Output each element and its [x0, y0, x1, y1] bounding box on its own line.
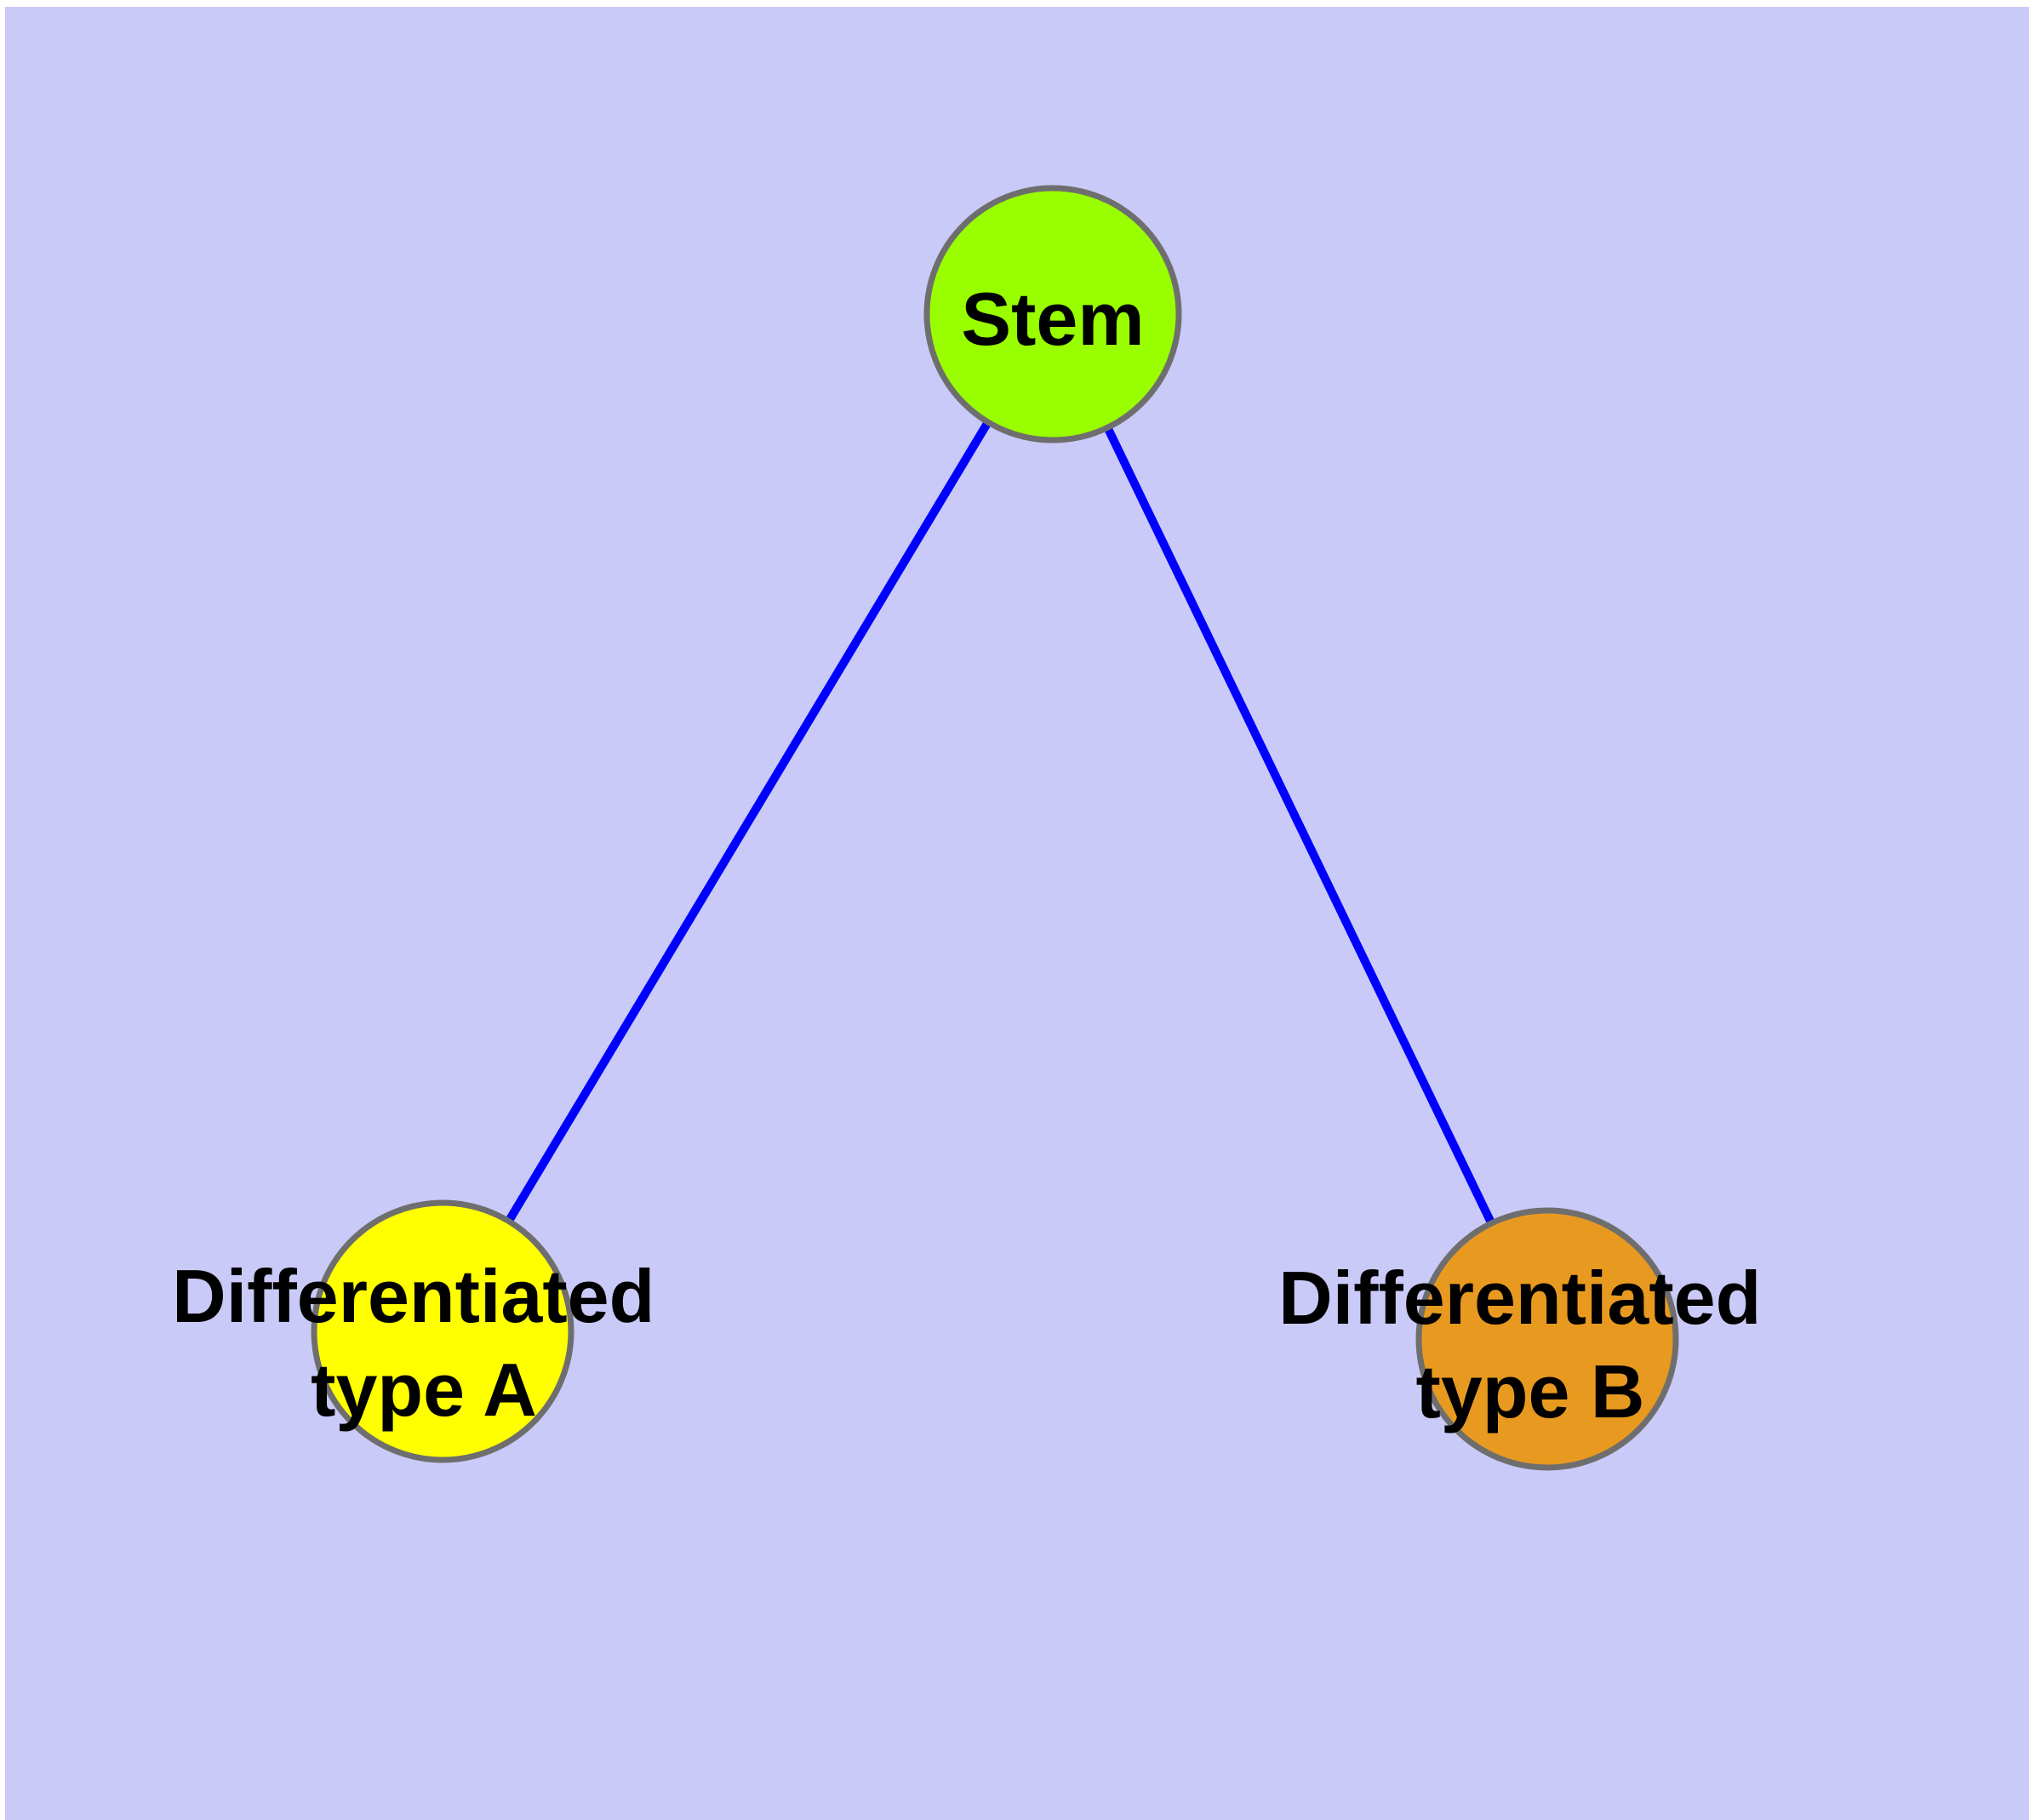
edge-stem-to-type-b	[1049, 312, 1552, 1342]
edge-stem-to-type-a	[438, 312, 1057, 1334]
node-type-a-label-line2: type A	[311, 1348, 537, 1432]
node-type-b-circle	[1415, 1207, 1679, 1471]
node-type-b-label-line1: Differentiated	[1278, 1256, 1761, 1340]
node-stem-label: Stem	[961, 277, 1144, 361]
node-type-a-label: Differentiated type A	[172, 1254, 676, 1432]
node-type-b-label-line2: type B	[1416, 1349, 1645, 1434]
node-type-a-circle	[311, 1199, 574, 1463]
node-type-b-label: Differentiated type B	[1278, 1256, 1782, 1434]
node-stem-circle	[923, 185, 1182, 444]
node-type-a-label-line1: Differentiated	[172, 1254, 654, 1338]
